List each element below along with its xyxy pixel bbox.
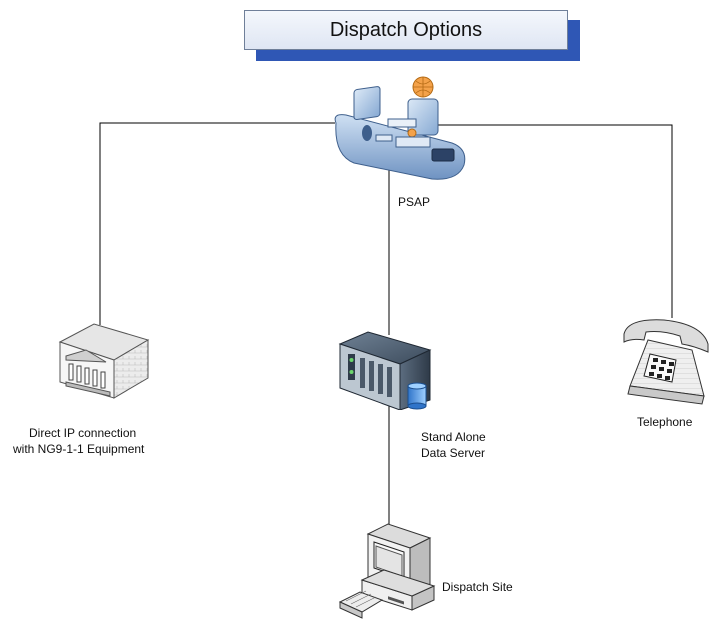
building-icon: [58, 323, 150, 399]
direct-ip-node: [54, 320, 150, 400]
psap-node: [332, 75, 472, 180]
dispatcher-workstation-icon: [334, 76, 466, 180]
telephone-label: Telephone: [637, 415, 693, 429]
link-psap-direct-ip: [99, 122, 335, 325]
psap-label: PSAP: [398, 195, 431, 209]
data-server-node: [338, 330, 438, 411]
diagram-title: Dispatch Options: [244, 10, 568, 50]
data-server-label-line1: Stand Alone: [421, 430, 486, 444]
computer-icon: [338, 523, 436, 619]
telephone-icon: [623, 319, 709, 405]
telephone-node: [622, 316, 709, 406]
link-psap-telephone: [425, 124, 673, 318]
dispatch-site-label: Dispatch Site: [442, 580, 513, 594]
direct-ip-label-line1: Direct IP connection: [29, 426, 137, 440]
data-server-label-line2: Data Server: [421, 446, 486, 460]
server-icon: [338, 331, 432, 411]
dispatch-site-node: [338, 520, 438, 622]
direct-ip-label-line2: with NG9-1-1 Equipment: [13, 442, 145, 456]
